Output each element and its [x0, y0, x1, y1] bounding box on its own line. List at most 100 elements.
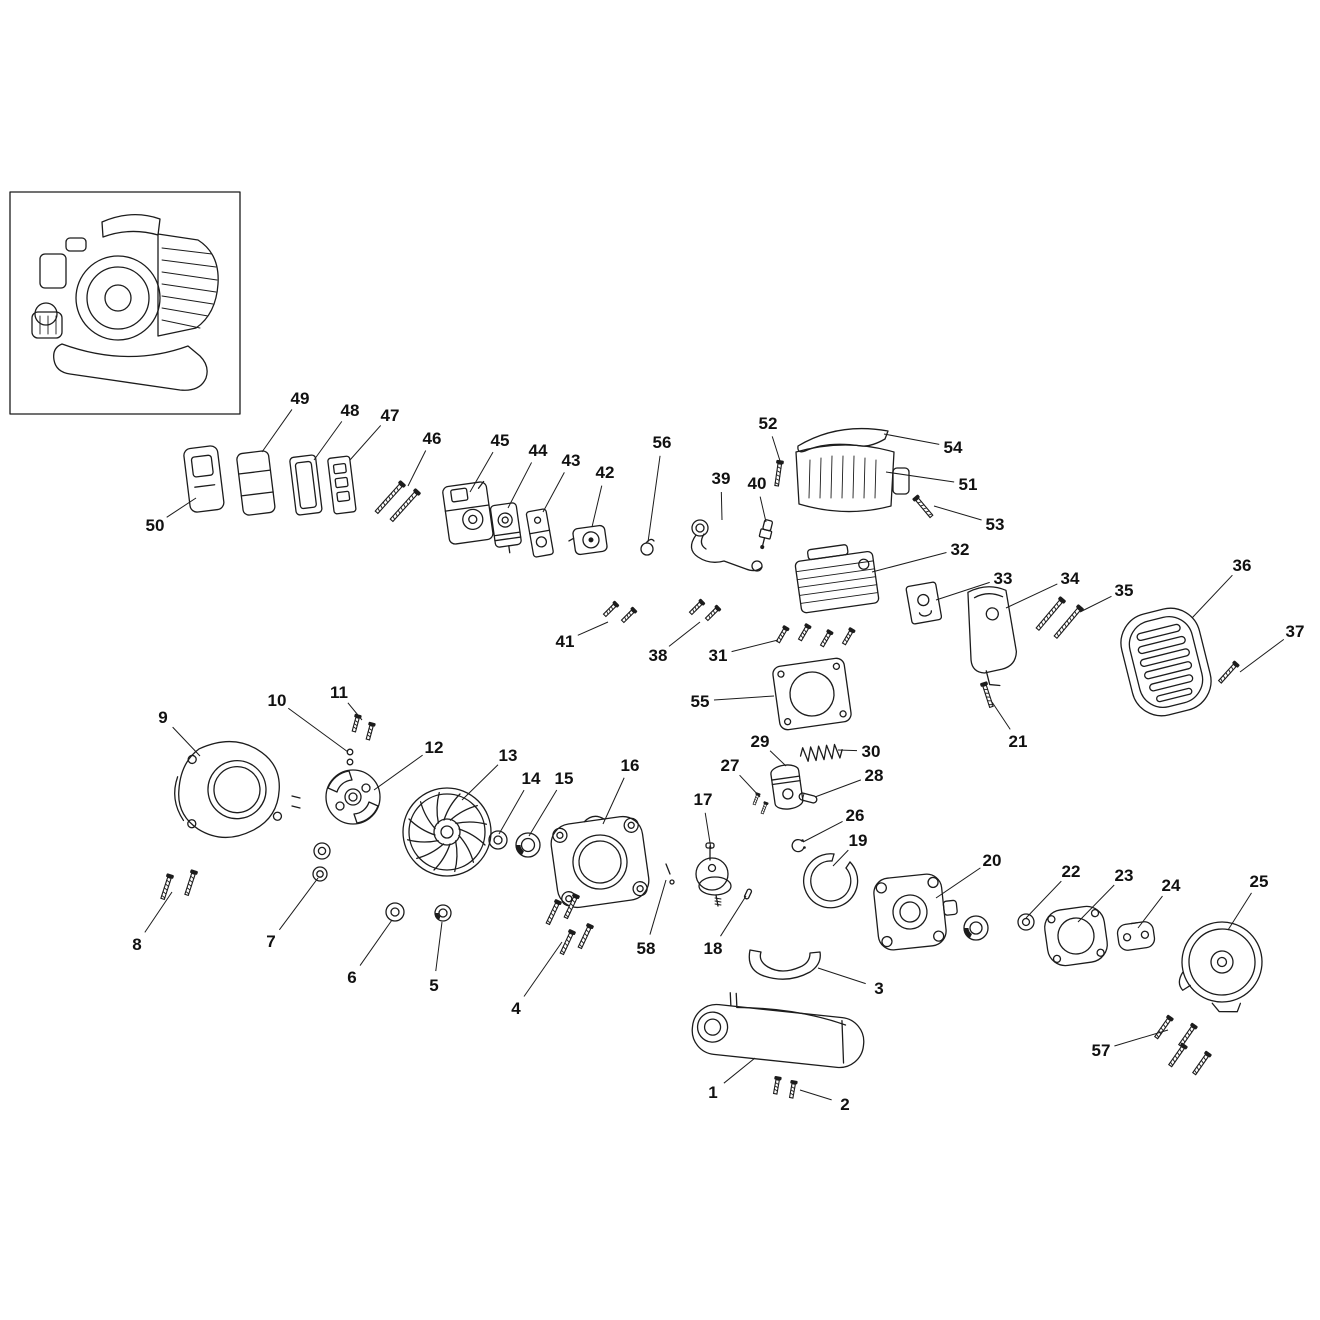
- part-9-clip-detail-drawing: [291, 795, 301, 809]
- part-13-flywheel-drawing: [402, 787, 492, 877]
- callout-label-1: 1: [708, 1083, 717, 1102]
- callout-label-33: 33: [994, 569, 1013, 588]
- callout-label-4: 4: [511, 999, 521, 1018]
- callout-leader-48: [313, 421, 343, 461]
- callout-label-51: 51: [959, 475, 978, 494]
- callout-leader-40: [759, 496, 767, 523]
- callout-leader-12: [373, 754, 423, 791]
- callout-label-23: 23: [1115, 866, 1134, 885]
- callout-leader-54: [883, 433, 940, 445]
- callout-leader-32: [871, 552, 947, 573]
- part-19-retainer-drawing: [803, 853, 859, 909]
- callout-label-38: 38: [649, 646, 668, 665]
- callout-label-9: 9: [158, 708, 167, 727]
- callout-label-10: 10: [268, 691, 287, 710]
- part-47-plate-drawing: [327, 455, 357, 515]
- part-11-screws-drawing: [349, 712, 377, 741]
- callout-leader-22: [1025, 880, 1062, 919]
- callout-leader-10: [287, 707, 349, 753]
- callout-leader-29: [769, 750, 787, 767]
- part-15-bearing-drawing: [515, 832, 541, 858]
- part-40-spark-plug-drawing: [758, 519, 774, 550]
- part-3-bracket-drawing: [748, 949, 821, 980]
- callout-leader-2: [799, 1089, 832, 1101]
- callout-label-29: 29: [751, 732, 770, 751]
- part-24-pawl-plate-drawing: [1116, 921, 1156, 951]
- callout-label-31: 31: [709, 646, 728, 665]
- bearing-drawing: [963, 915, 989, 941]
- callout-label-17: 17: [694, 790, 713, 809]
- part-43-gasket-drawing: [525, 508, 554, 558]
- callout-label-19: 19: [849, 831, 868, 850]
- part-56-clip-drawing: [640, 538, 655, 556]
- part-31-screws-drawing: [774, 622, 857, 649]
- inset-border: [9, 191, 241, 415]
- part-53-screw-drawing: [911, 493, 935, 520]
- callout-leader-9: [172, 726, 201, 757]
- callout-leader-34: [1005, 583, 1058, 609]
- part-46-screws-drawing: [373, 479, 422, 524]
- part-6-washer-drawing: [385, 902, 405, 922]
- part-58-pin-drawing: [665, 863, 675, 885]
- callout-label-20: 20: [983, 851, 1002, 870]
- callout-leader-5: [435, 921, 443, 972]
- callout-label-36: 36: [1233, 556, 1252, 575]
- callout-label-12: 12: [425, 738, 444, 757]
- part-52-screw-drawing: [772, 459, 785, 487]
- callout-leader-42: [591, 485, 603, 528]
- callout-label-37: 37: [1286, 622, 1305, 641]
- callout-leader-4: [523, 941, 563, 997]
- callout-leader-56: [647, 455, 661, 543]
- callout-leader-55: [713, 695, 775, 701]
- callout-label-6: 6: [347, 968, 356, 987]
- callout-leader-50: [166, 497, 197, 518]
- part-18-key-drawing: [743, 888, 753, 900]
- callout-label-46: 46: [423, 429, 442, 448]
- callout-leader-39: [720, 491, 723, 521]
- part-27-screws-drawing: [751, 791, 770, 815]
- part-9-fan-cover-drawing: [174, 740, 283, 839]
- part-22-washer-drawing: [1017, 913, 1035, 931]
- callout-leader-53: [933, 505, 982, 521]
- callout-leader-14: [498, 789, 525, 835]
- part-1-muffler-drawing: [691, 992, 865, 1069]
- callout-leader-43: [542, 472, 565, 513]
- part-25-recoil-starter-drawing: [1178, 921, 1263, 1013]
- callout-label-27: 27: [721, 756, 740, 775]
- callout-leader-41: [577, 621, 609, 636]
- callout-label-26: 26: [846, 806, 865, 825]
- callout-leader-31: [731, 639, 779, 653]
- callout-label-41: 41: [556, 632, 575, 651]
- callout-leader-58: [649, 879, 667, 935]
- part-16-crankcase-drawing: [550, 815, 650, 909]
- callout-label-16: 16: [621, 756, 640, 775]
- callout-label-40: 40: [748, 474, 767, 493]
- callout-label-57: 57: [1092, 1041, 1111, 1060]
- part-45-carburetor-drawing: [442, 480, 494, 545]
- part-55-gasket-drawing: [772, 657, 852, 731]
- callout-leader-1: [723, 1057, 756, 1084]
- part-49-cover-drawing: [236, 450, 276, 516]
- callout-leader-7: [278, 877, 319, 931]
- part-42-switch-drawing: [568, 524, 608, 556]
- callout-leader-6: [359, 919, 393, 966]
- part-23-plate-drawing: [1044, 905, 1108, 967]
- callout-label-30: 30: [862, 742, 881, 761]
- callout-label-47: 47: [381, 406, 400, 425]
- part-17-crankshaft-drawing: [695, 842, 732, 907]
- callout-leader-51: [885, 471, 955, 483]
- callout-leader-17: [704, 812, 712, 850]
- callout-label-18: 18: [704, 939, 723, 958]
- part-7-washers-drawing: [312, 842, 331, 882]
- callout-leader-30: [837, 749, 858, 752]
- callout-label-42: 42: [596, 463, 615, 482]
- part-41-screws-drawing: [601, 599, 639, 625]
- callout-leader-20: [935, 867, 981, 899]
- callout-leader-33: [935, 581, 990, 601]
- callout-label-5: 5: [429, 976, 438, 995]
- callout-label-48: 48: [341, 401, 360, 420]
- callout-label-34: 34: [1061, 569, 1080, 588]
- part-44-carb-section-drawing: [489, 502, 522, 554]
